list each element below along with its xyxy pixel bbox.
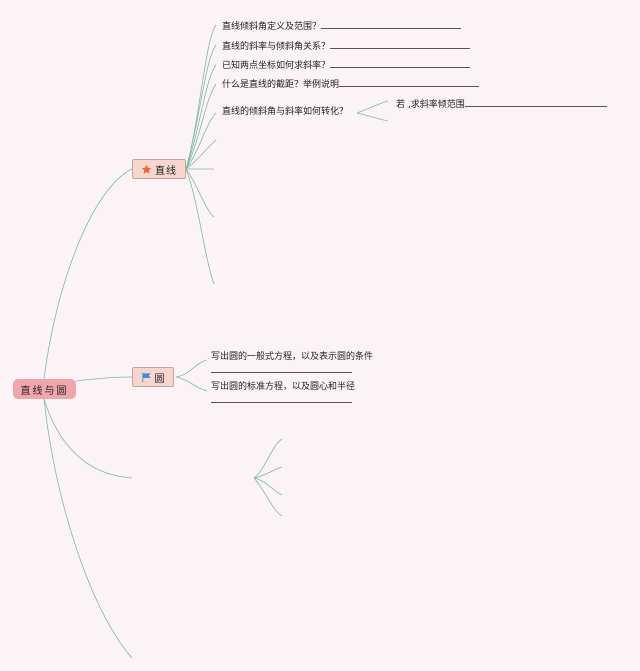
line-question-2-text: 直线的斜率与倾斜角关系？ <box>222 42 331 52</box>
star-icon <box>141 164 152 175</box>
branch-node-line[interactable]: 直线 <box>132 159 186 179</box>
line-question-5-text: 直线的倾斜角与斜率如何转化？ <box>222 107 349 117</box>
connector-root-circle <box>75 376 133 382</box>
circle-question-2-text: 写出圆的标准方程，以及圆心和半径 <box>211 382 356 392</box>
connector-root-empty-1 <box>43 398 133 479</box>
line-sub-question-text: 若 ,求斜率倾范围 <box>396 100 465 110</box>
connector-root-empty-2 <box>43 398 133 659</box>
line-question-4[interactable]: 什么是直线的截距？举例说明 <box>222 77 480 91</box>
answer-blank <box>211 372 352 373</box>
line-question-1[interactable]: 直线倾斜角定义及范围？ <box>222 19 462 33</box>
line-sub-question[interactable]: 若 ,求斜率倾范围 <box>396 97 607 111</box>
connector-root-line <box>43 168 133 380</box>
line-question-1-text: 直线倾斜角定义及范围？ <box>222 22 322 32</box>
root-label: 直线与圆 <box>20 385 69 397</box>
line-question-5[interactable]: 直线的倾斜角与斜率如何转化？ <box>222 107 348 118</box>
circle-question-1-text: 写出圆的一般式方程，以及表示圆的条件 <box>211 352 374 362</box>
branch-label-line: 直线 <box>155 165 177 177</box>
answer-blank <box>211 402 352 403</box>
circle-question-1[interactable]: 写出圆的一般式方程，以及表示圆的条件 <box>211 352 373 363</box>
root-node[interactable]: 直线与圆 <box>13 379 76 399</box>
line-question-3-text: 已知两点坐标如何求斜率？ <box>222 61 331 71</box>
answer-blank <box>321 19 462 29</box>
answer-blank <box>464 97 607 107</box>
circle-question-2[interactable]: 写出圆的标准方程，以及圆心和半径 <box>211 382 355 393</box>
answer-blank <box>339 77 480 87</box>
branch-label-circle: 圆 <box>154 373 166 385</box>
line-question-2[interactable]: 直线的斜率与倾斜角关系？ <box>222 39 471 53</box>
line-question-4-text: 什么是直线的截距？举例说明 <box>222 80 340 90</box>
branch-node-circle[interactable]: 圆 <box>132 367 174 387</box>
answer-blank <box>330 39 471 49</box>
answer-blank <box>330 58 471 68</box>
line-question-3[interactable]: 已知两点坐标如何求斜率？ <box>222 58 471 72</box>
flag-icon <box>141 372 152 383</box>
